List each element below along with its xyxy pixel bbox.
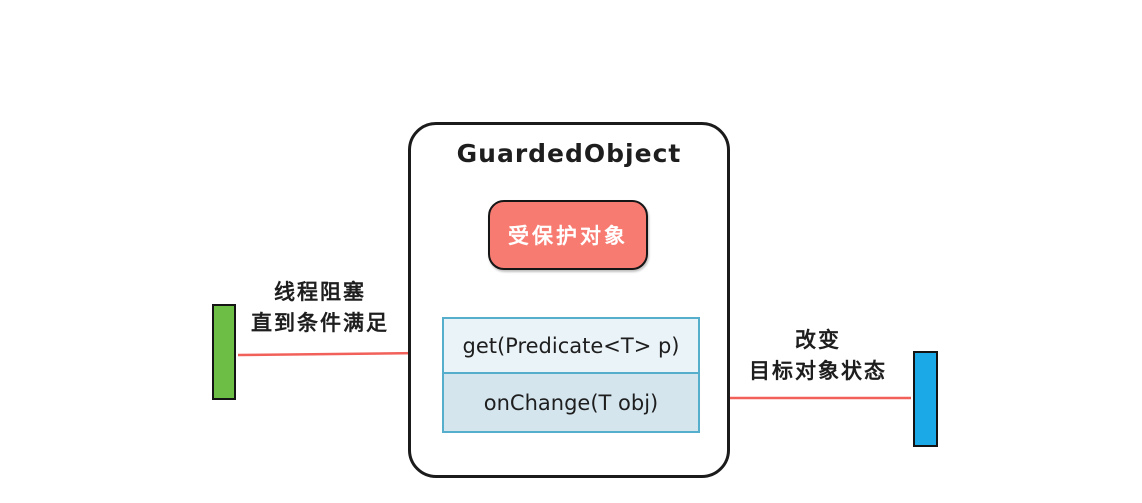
left-thread-bar [212,304,236,400]
protected-object-label: 受保护对象 [508,224,628,248]
right-annotation: 改变 目标对象状态 [733,325,903,387]
left-annotation-line2: 直到条件满足 [251,311,389,335]
left-annotation-line1: 线程阻塞 [274,280,366,304]
right-thread-bar [913,351,938,447]
container-title: GuardedObject [456,139,682,168]
method-onchange-label: onChange(T obj) [483,390,659,415]
right-annotation-line1: 改变 [795,328,841,352]
method-row-get: get(Predicate<T> p) [444,319,698,374]
protected-object-box: 受保护对象 [488,200,648,270]
method-row-onchange: onChange(T obj) [444,374,698,431]
method-get-label: get(Predicate<T> p) [462,333,680,358]
right-annotation-line2: 目标对象状态 [749,359,887,383]
methods-table: get(Predicate<T> p) onChange(T obj) [442,317,700,433]
guarded-object-container: GuardedObject 受保护对象 get(Predicate<T> p) … [408,122,730,478]
left-annotation: 线程阻塞 直到条件满足 [225,277,415,339]
right-arrow [706,390,911,406]
